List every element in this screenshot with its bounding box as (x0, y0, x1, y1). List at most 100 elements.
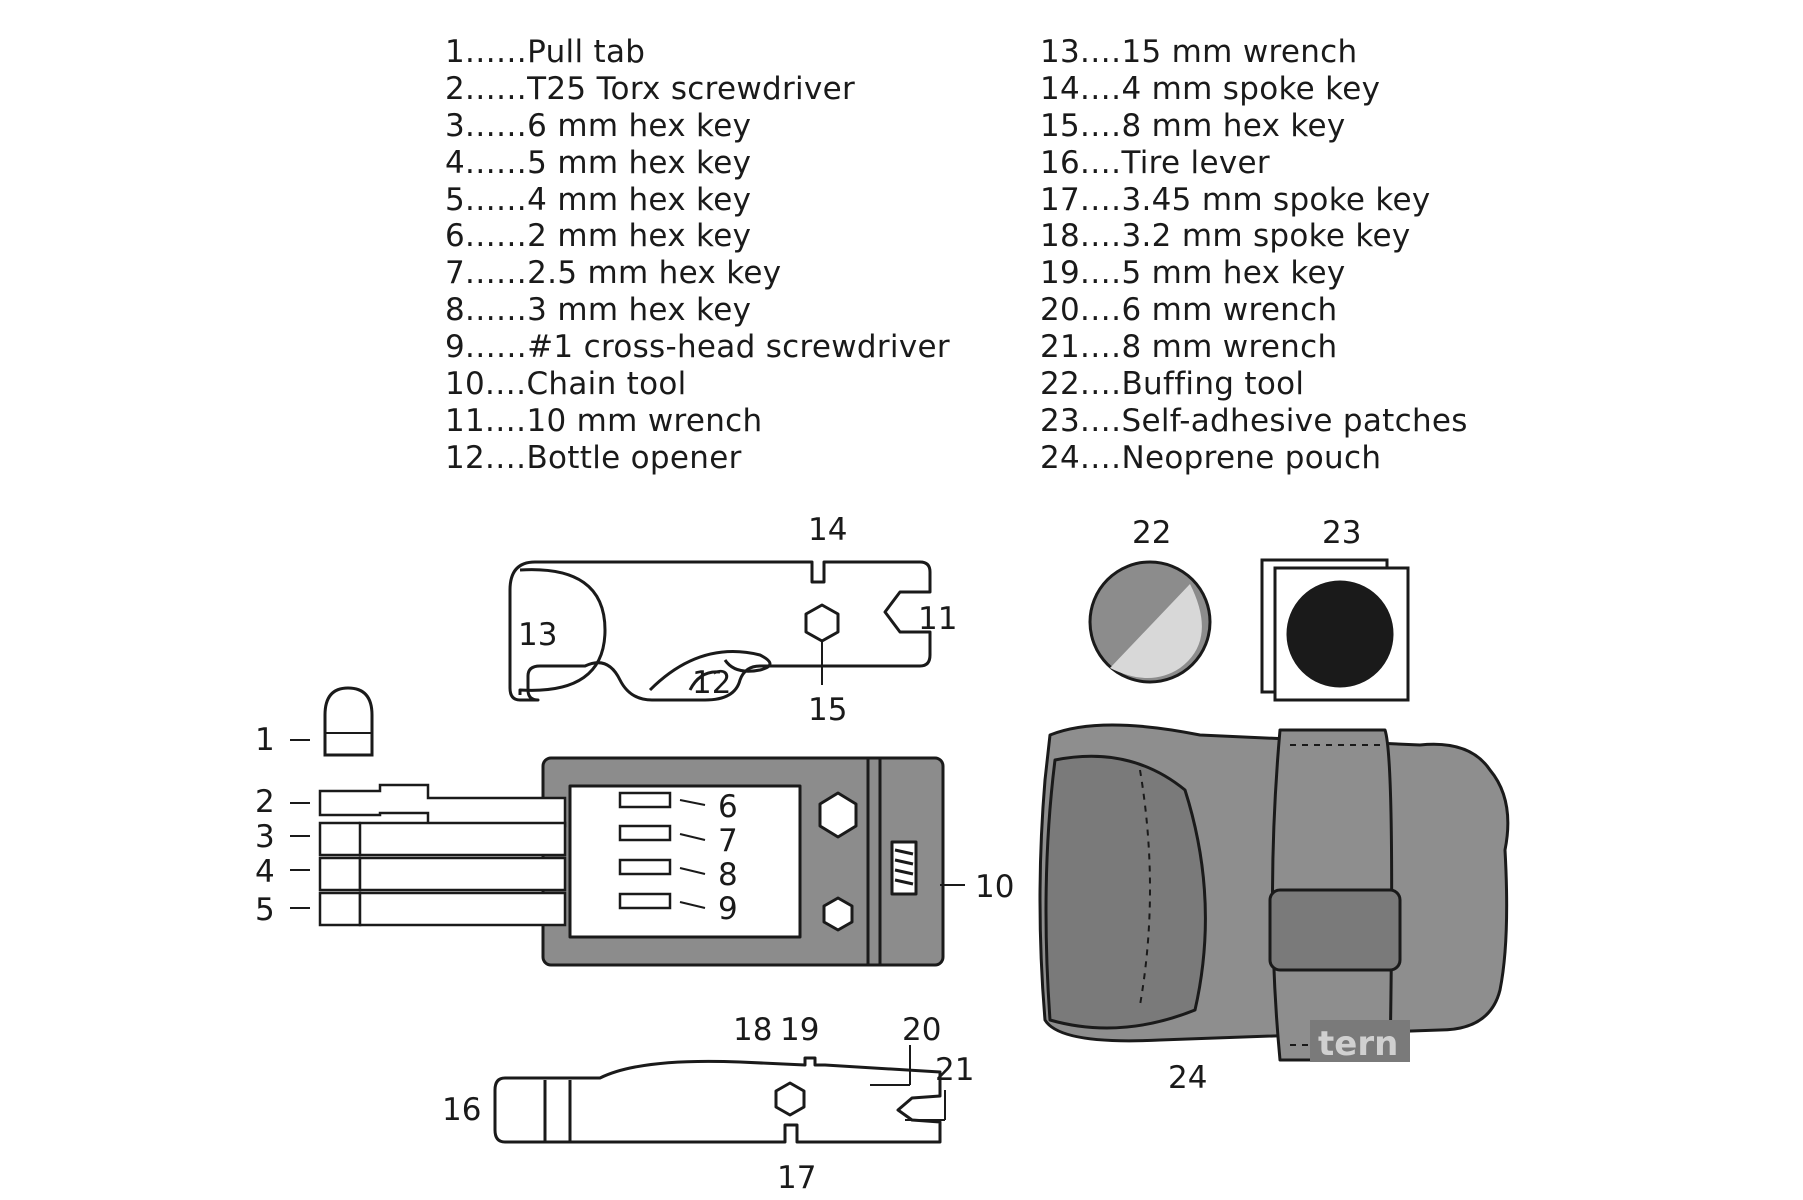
callout-12: 12 (692, 665, 731, 701)
patches (1260, 558, 1410, 702)
leader-lines (290, 641, 965, 1121)
legend-item-label: 10 mm wrench (526, 402, 763, 439)
legend-item: 1......Pull tab (445, 34, 950, 71)
legend-item-dots: ...... (465, 218, 528, 255)
legend-item-label: T25 Torx screwdriver (527, 70, 856, 107)
pull-tab (323, 686, 374, 757)
legend-item-label: 6 mm wrench (1121, 292, 1338, 329)
legend-item-dots: .... (1080, 366, 1122, 403)
callout-11: 11 (918, 601, 957, 637)
legend-item: 10....Chain tool (445, 366, 950, 403)
callout-2: 2 (255, 784, 275, 820)
callout-19: 19 (780, 1012, 819, 1048)
legend-item-dots: .... (1080, 329, 1122, 366)
legend-item-label: 8 mm hex key (1121, 107, 1346, 144)
legend-item-number: 3 (445, 107, 466, 144)
callout-18: 18 (733, 1012, 772, 1048)
legend-item-dots: ...... (465, 144, 528, 181)
bits (318, 783, 672, 927)
legend-item-label: 4 mm spoke key (1121, 70, 1381, 107)
legend-item: 3......6 mm hex key (445, 108, 950, 145)
legend-item-label: Pull tab (527, 34, 646, 70)
neoprene-pouch (1038, 723, 1510, 1062)
legend-item-number: 6 (445, 218, 466, 255)
legend-item-number: 5 (445, 181, 466, 218)
legend-item-number: 16 (1040, 144, 1081, 181)
callout-3: 3 (255, 819, 275, 855)
legend-item-number: 22 (1040, 366, 1081, 403)
callout-24: 24 (1168, 1060, 1207, 1096)
legend-item-number: 13 (1040, 34, 1081, 70)
legend-item-label: 8 mm wrench (1121, 329, 1338, 366)
legend-item-number: 10 (445, 366, 486, 403)
callout-17: 17 (777, 1160, 816, 1196)
legend-item-number: 2 (445, 70, 466, 107)
legend-item: 4......5 mm hex key (445, 145, 950, 182)
legend-item-number: 4 (445, 144, 466, 181)
callout-21: 21 (935, 1052, 974, 1088)
legend-item-dots: .... (1080, 70, 1122, 107)
callout-5: 5 (255, 892, 275, 928)
legend-item-number: 14 (1040, 70, 1081, 107)
legend-item-dots: ...... (465, 329, 528, 366)
callout-6: 6 (718, 789, 738, 825)
legend-item-number: 12 (445, 439, 486, 476)
pouch-brand-text: tern (1318, 1024, 1398, 1064)
legend-item-label: 2.5 mm hex key (527, 255, 782, 292)
legend-item-dots: .... (1080, 255, 1122, 292)
tire-lever (493, 1056, 942, 1144)
legend-item-dots: .... (1080, 107, 1122, 144)
callout-23: 23 (1322, 515, 1361, 551)
legend-item-number: 24 (1040, 439, 1081, 476)
legend-item: 20....6 mm wrench (1040, 292, 1468, 329)
legend-item-number: 23 (1040, 402, 1081, 439)
legend-item-dots: .... (485, 439, 527, 476)
legend-item-label: Bottle opener (526, 439, 742, 476)
legend-item-label: 3 mm hex key (527, 292, 752, 329)
legend-item-number: 17 (1040, 181, 1081, 218)
legend-item-dots: .... (485, 366, 527, 403)
legend-item-number: 15 (1040, 107, 1081, 144)
legend-item-dots: ...... (465, 34, 528, 70)
legend-item-dots: .... (1080, 402, 1122, 439)
legend-item-number: 8 (445, 292, 466, 329)
legend-item-number: 20 (1040, 292, 1081, 329)
callout-8: 8 (718, 857, 738, 893)
legend-item-label: 6 mm hex key (527, 107, 752, 144)
legend-item: 12....Bottle opener (445, 440, 950, 477)
legend-item: 8......3 mm hex key (445, 292, 950, 329)
legend-item-label: 5 mm hex key (1121, 255, 1346, 292)
legend-item: 14....4 mm spoke key (1040, 71, 1468, 108)
legend-item-dots: .... (1080, 218, 1122, 255)
legend-item-number: 1 (445, 34, 466, 70)
callout-7: 7 (718, 823, 738, 859)
top-wrench (508, 560, 932, 702)
legend-item-dots: .... (485, 402, 527, 439)
legend-item-label: 3.45 mm spoke key (1121, 181, 1431, 218)
legend-item: 9......#1 cross-head screwdriver (445, 329, 950, 366)
legend-item-label: 4 mm hex key (527, 181, 752, 218)
legend-item: 23....Self-adhesive patches (1040, 403, 1468, 440)
legend-item: 2......T25 Torx screwdriver (445, 71, 950, 108)
legend-item: 16....Tire lever (1040, 145, 1468, 182)
legend-item-label: #1 cross-head screwdriver (527, 329, 950, 366)
legend-item: 18....3.2 mm spoke key (1040, 218, 1468, 255)
callout-14: 14 (808, 512, 847, 548)
legend-item-label: Tire lever (1121, 144, 1270, 181)
callout-1: 1 (255, 722, 275, 758)
legend-item: 11....10 mm wrench (445, 403, 950, 440)
legend-item: 15....8 mm hex key (1040, 108, 1468, 145)
legend-item-label: Self-adhesive patches (1121, 402, 1468, 439)
legend-item: 7......2.5 mm hex key (445, 255, 950, 292)
callout-13: 13 (518, 617, 557, 653)
legend-item-dots: ...... (465, 70, 528, 107)
legend-item-label: Neoprene pouch (1121, 439, 1382, 476)
legend-item-number: 11 (445, 402, 486, 439)
legend-item: 5......4 mm hex key (445, 182, 950, 219)
legend-item-label: Chain tool (526, 366, 687, 403)
callout-numbers: 1 2 3 4 5 6 7 8 9 10 11 12 13 14 15 16 1… (255, 512, 1361, 1196)
legend-item-label: 15 mm wrench (1121, 34, 1358, 70)
